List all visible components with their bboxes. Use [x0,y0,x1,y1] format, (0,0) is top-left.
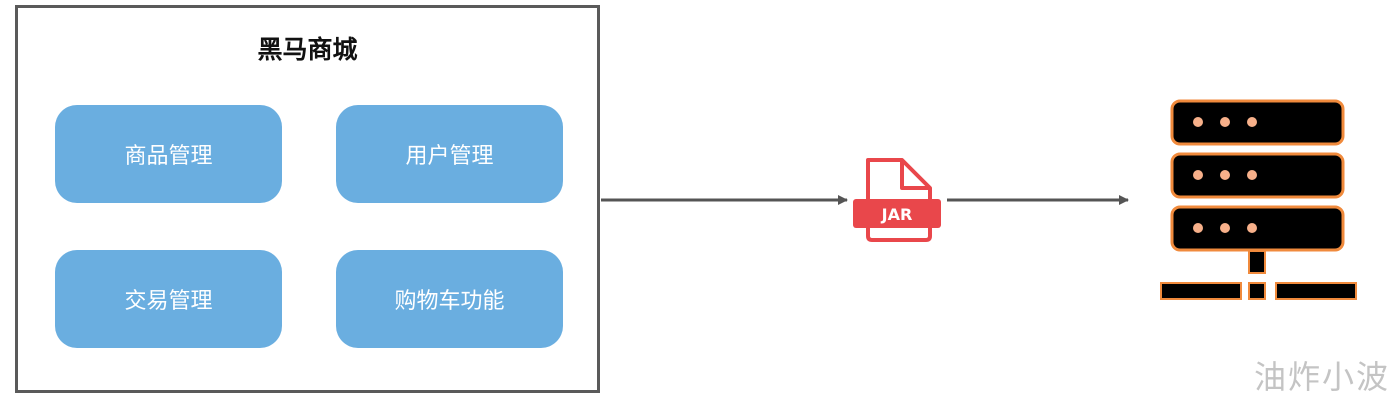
watermark: 油炸小波 [1253,358,1390,396]
module-trade-management: 交易管理 [55,250,282,348]
module-cart-function: 购物车功能 [336,250,563,348]
jar-label: JAR [881,205,913,224]
monolith-app-box: 黑马商城 商品管理 用户管理 交易管理 购物车功能 [15,5,600,393]
server-icon [1160,99,1357,300]
jar-file-icon: JAR [853,158,941,242]
module-product-management: 商品管理 [55,105,282,203]
module-user-management: 用户管理 [336,105,563,203]
app-title: 黑马商城 [257,35,358,64]
